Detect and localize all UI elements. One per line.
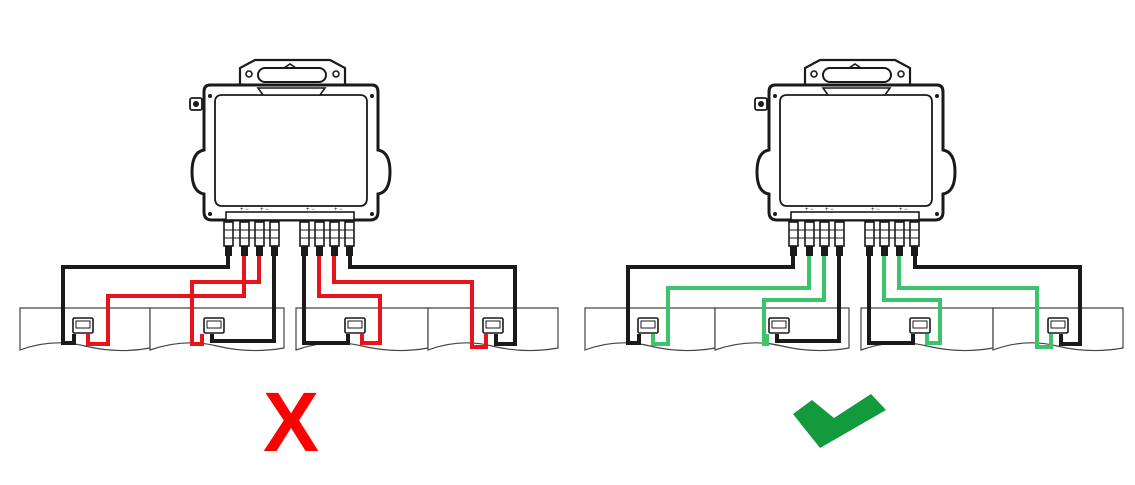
junction-box xyxy=(482,317,504,334)
junction-box xyxy=(203,317,225,334)
x-mark-icon: X xyxy=(263,375,319,469)
junction-box xyxy=(637,317,659,334)
correct-wiring-diagram xyxy=(584,58,1124,352)
microinverter xyxy=(188,58,392,258)
negative-cables xyxy=(626,255,1082,346)
check-mark-icon xyxy=(793,394,886,448)
junction-box xyxy=(344,317,366,334)
positive-cables-correct xyxy=(651,255,1053,349)
junction-box xyxy=(1047,317,1069,334)
junction-box xyxy=(768,317,790,334)
junction-box xyxy=(909,317,931,334)
negative-cables xyxy=(61,255,517,346)
incorrect-wiring-diagram: X xyxy=(19,58,559,469)
microinverter xyxy=(753,58,957,258)
positive-cables-crossed xyxy=(86,255,488,349)
junction-box xyxy=(72,317,94,334)
